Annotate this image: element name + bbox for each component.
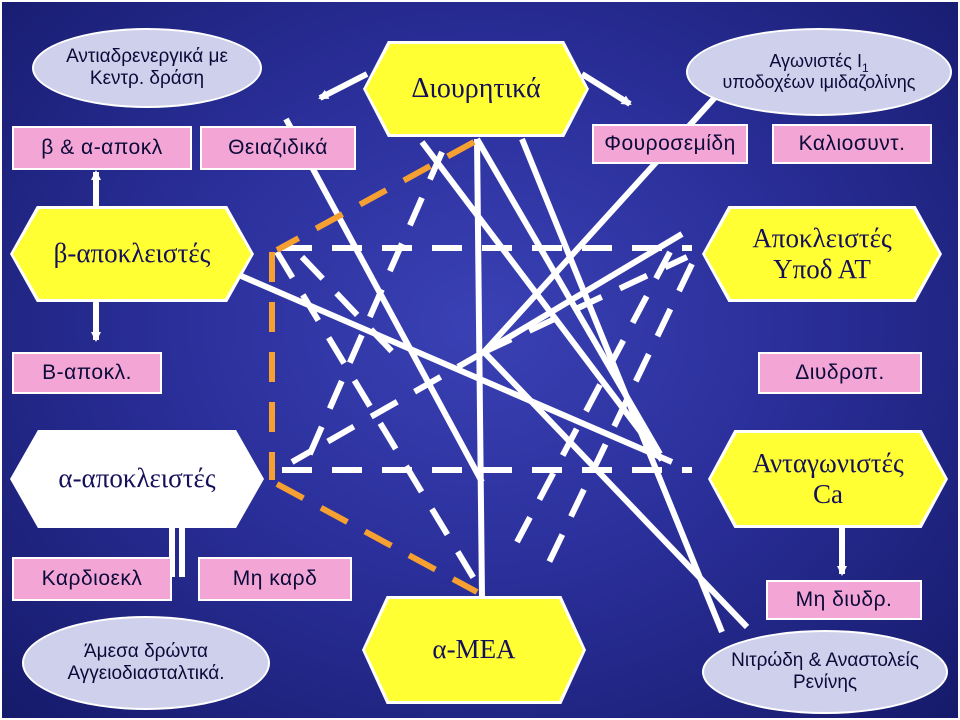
node-thiazides: Θειαζιδικά: [200, 126, 356, 170]
node-ace-inhibitors: α-ΜΕΑ: [365, 599, 583, 701]
node-imidazoline-agonists: Αγωνιστές Ι1 υποδοχέων ιμιδαζολίνης: [686, 28, 952, 116]
node-beta-alpha-blockers: β & α-αποκλ: [12, 126, 192, 170]
node-furosemide: Φουροσεμίδη: [592, 124, 748, 164]
node-potassium-sparing: Καλιοσυντ.: [772, 124, 932, 164]
node-calcium-antagonists: Ανταγωνιστές Ca: [711, 433, 945, 525]
arrow-diuretics-furosemide: [580, 71, 632, 107]
node-dihydropyridines: Διυδροπ.: [758, 352, 922, 394]
node-central-antiadrenergic: Αντιαδρενεργικά με Κεντρ. δράση: [32, 28, 262, 108]
arrow-diuretics-thiazides: [318, 71, 369, 101]
node-non-cardioselective: Μη καρδ: [198, 557, 352, 601]
node-at-receptor-blockers: Αποκλειστές Υποδ ΑΤ: [705, 209, 939, 299]
node-alpha-blockers: α-αποκλειστές: [13, 433, 261, 525]
node-direct-vasodilators: Άμεσα δρώντα Αγγειοδιασταλτικά.: [22, 616, 270, 710]
node-b-blocker-short: Β-αποκλ.: [12, 352, 162, 394]
node-diuretics: Διουρητικά: [366, 44, 586, 134]
node-non-dihydropyridines: Μη διυδρ.: [766, 580, 922, 620]
node-cardioselective: Καρδιοεκλ: [12, 557, 172, 601]
node-beta-blockers: β-αποκλειστές: [13, 209, 251, 299]
node-nitrates-renin: Νιτρώδη & Αναστολείς Ρενίνης: [702, 630, 948, 714]
